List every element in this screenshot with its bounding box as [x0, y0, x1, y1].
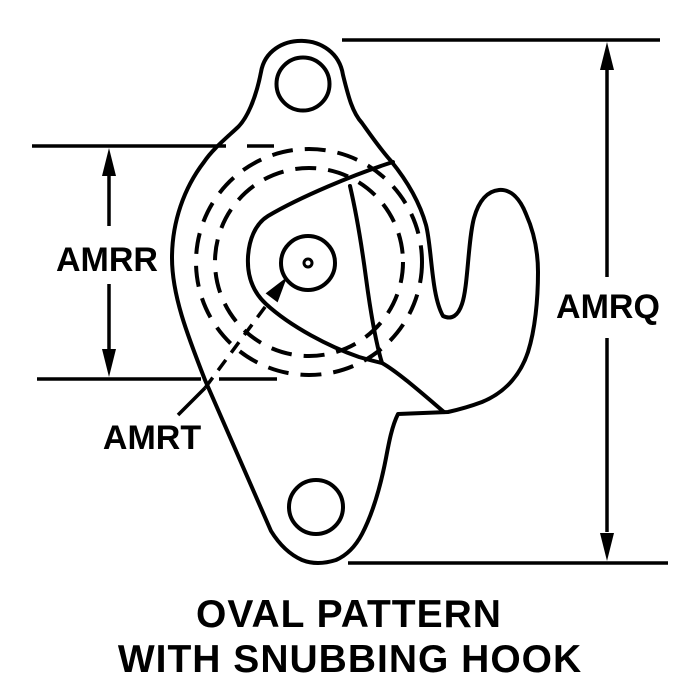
hook-inner-edge [348, 184, 384, 365]
hidden-circle-outer [194, 147, 424, 377]
label-amrr: AMRR [56, 241, 158, 279]
label-amrt: AMRT [103, 419, 201, 457]
amrq-arrow-down-icon [600, 533, 614, 561]
caption-line-2: WITH SNUBBING HOOK [118, 638, 582, 681]
amrq-arrow-up-icon [600, 42, 614, 70]
dimension-amrr: AMRR [32, 144, 277, 381]
pivot-center-dot [302, 257, 314, 269]
amrr-arrow-up-icon [102, 148, 116, 176]
part-drawing [170, 38, 540, 565]
figure-caption: OVAL PATTERN WITH SNUBBING HOOK [118, 593, 582, 681]
pivot-hub-circle [279, 234, 337, 292]
leader-amrt: AMRT [103, 277, 287, 457]
top-mounting-hole [274, 55, 332, 113]
amrt-arrowhead-icon [265, 277, 287, 303]
amrt-leader-dashed [203, 301, 270, 390]
caption-line-1: OVAL PATTERN [196, 593, 502, 636]
hidden-circle-inner [213, 166, 405, 358]
label-amrq: AMRQ [556, 288, 660, 326]
amrr-arrow-down-icon [102, 349, 116, 377]
dimension-amrq: AMRQ [342, 38, 668, 565]
bottom-mounting-hole [287, 478, 345, 536]
amrt-leader-solid [176, 386, 207, 417]
body-outline [170, 38, 540, 565]
